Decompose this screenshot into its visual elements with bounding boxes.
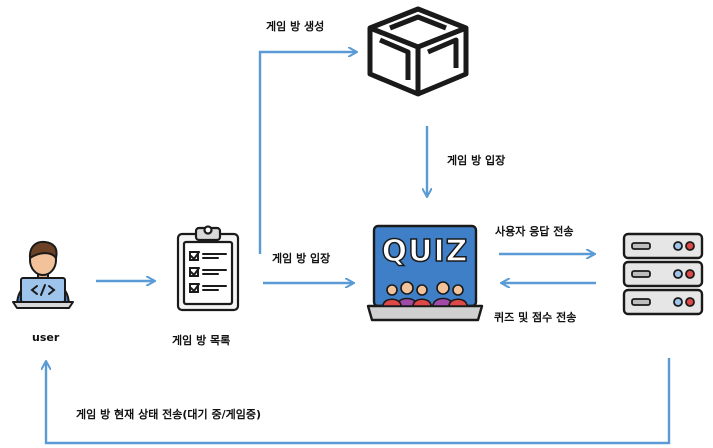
quiz-node: QUIZ [366, 224, 484, 326]
label-send-quiz-score: 퀴즈 및 점수 전송 [494, 311, 577, 324]
arrow-list-to-create [258, 52, 356, 254]
server-node [620, 232, 706, 318]
label-send-answer: 사용자 응답 전송 [495, 225, 574, 238]
isometric-cube-room-icon [367, 6, 469, 97]
user-label: user [32, 331, 60, 344]
label-enter-room-top: 게임 방 입장 [447, 154, 506, 167]
room-list-label: 게임 방 목록 [172, 334, 231, 347]
arrow-server-to-user [46, 358, 671, 445]
label-send-room-status: 게임 방 현재 상태 전송(대기 중/게임중) [76, 408, 262, 421]
room-list-node [172, 222, 244, 312]
user-node [3, 236, 83, 310]
label-enter-room-list: 게임 방 입장 [272, 252, 331, 265]
room-create-node [366, 6, 470, 98]
quiz-laptop-icon [366, 224, 484, 322]
server-rack-icon [622, 232, 704, 316]
label-create-room: 게임 방 생성 [266, 20, 325, 33]
developer-laptop-icon [12, 240, 74, 309]
quiz-screen-text: QUIZ [381, 233, 469, 270]
clipboard-checklist-icon [176, 225, 240, 312]
